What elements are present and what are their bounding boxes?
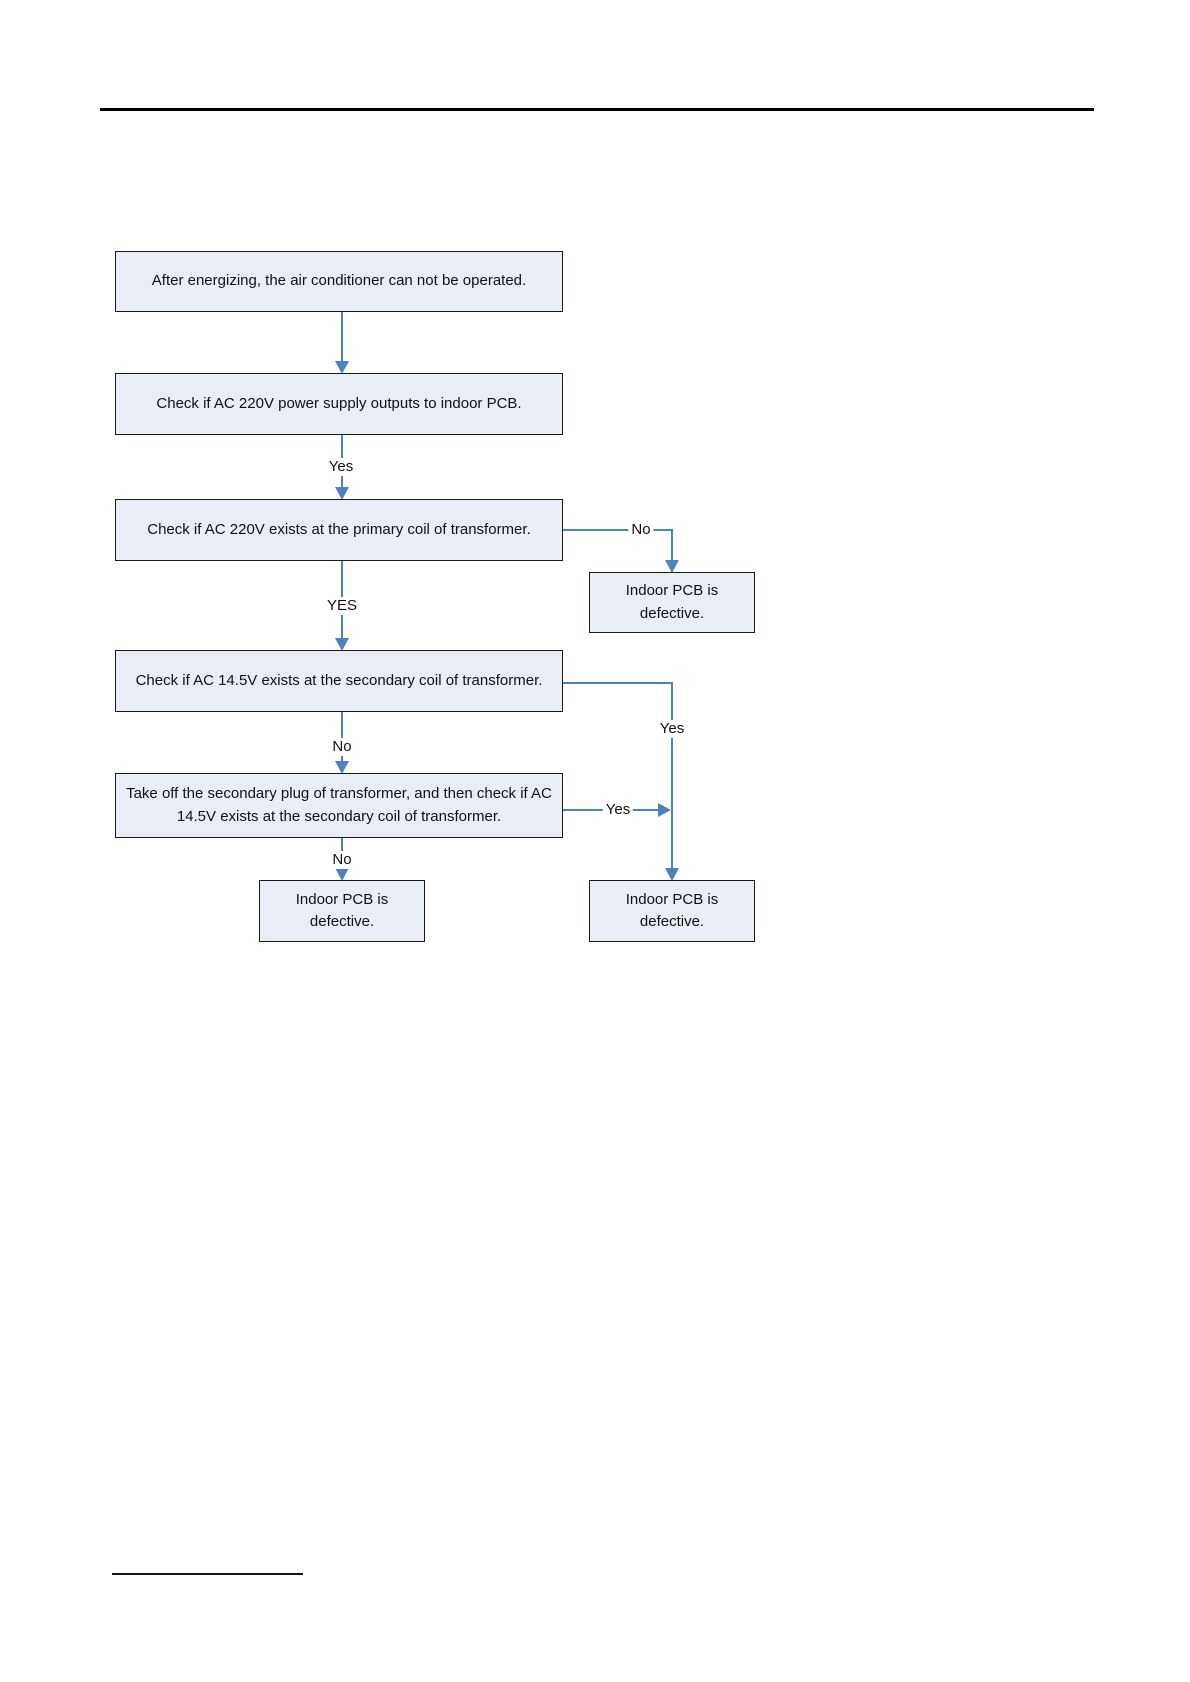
arrowhead-plug-yes-to-vertical xyxy=(658,803,671,817)
edge-label-yes-3: Yes xyxy=(656,720,688,738)
edge-label-no-3: No xyxy=(329,851,355,869)
flow-node-defective-right-1-text: Indoor PCB is defective. xyxy=(625,582,719,622)
flow-node-take-off-secondary-plug-text: Take off the secondary plug of transform… xyxy=(126,785,552,825)
flow-node-start-text: After energizing, the air conditioner ca… xyxy=(151,272,527,290)
flow-node-defective-left-bottom-text: Indoor PCB is defective. xyxy=(295,890,389,931)
flow-node-check-220v-output: Check if AC 220V power supply outputs to… xyxy=(115,373,563,435)
flow-node-defective-right-1: Indoor PCB is defective. xyxy=(589,572,755,633)
edge-label-yes-2: YES xyxy=(323,597,361,615)
edge-label-yes-1: Yes xyxy=(325,458,357,476)
flow-node-check-145v-secondary-coil-text: Check if AC 14.5V exists at the secondar… xyxy=(135,671,543,689)
flow-node-defective-right-bottom: Indoor PCB is defective. xyxy=(589,880,755,942)
connector-secondary-yes-branch xyxy=(563,682,673,868)
flow-node-check-220v-primary-coil: Check if AC 220V exists at the primary c… xyxy=(115,499,563,561)
connector-primary-no-branch xyxy=(563,529,673,560)
flow-node-defective-left-bottom: Indoor PCB is defective. xyxy=(259,880,425,942)
edge-label-yes-4: Yes xyxy=(602,801,634,819)
flow-node-check-145v-secondary-coil: Check if AC 14.5V exists at the secondar… xyxy=(115,650,563,712)
flow-node-take-off-secondary-plug: Take off the secondary plug of transform… xyxy=(115,773,563,838)
flow-node-check-220v-output-text: Check if AC 220V power supply outputs to… xyxy=(156,394,522,412)
header-rule xyxy=(100,108,1094,111)
flow-node-check-220v-primary-coil-text: Check if AC 220V exists at the primary c… xyxy=(147,520,531,538)
flow-node-start: After energizing, the air conditioner ca… xyxy=(115,251,563,312)
flow-node-defective-right-bottom-text: Indoor PCB is defective. xyxy=(625,890,719,931)
footnote-rule xyxy=(112,1573,303,1575)
edge-label-no-2: No xyxy=(329,738,355,756)
edge-label-no-1: No xyxy=(628,521,654,539)
